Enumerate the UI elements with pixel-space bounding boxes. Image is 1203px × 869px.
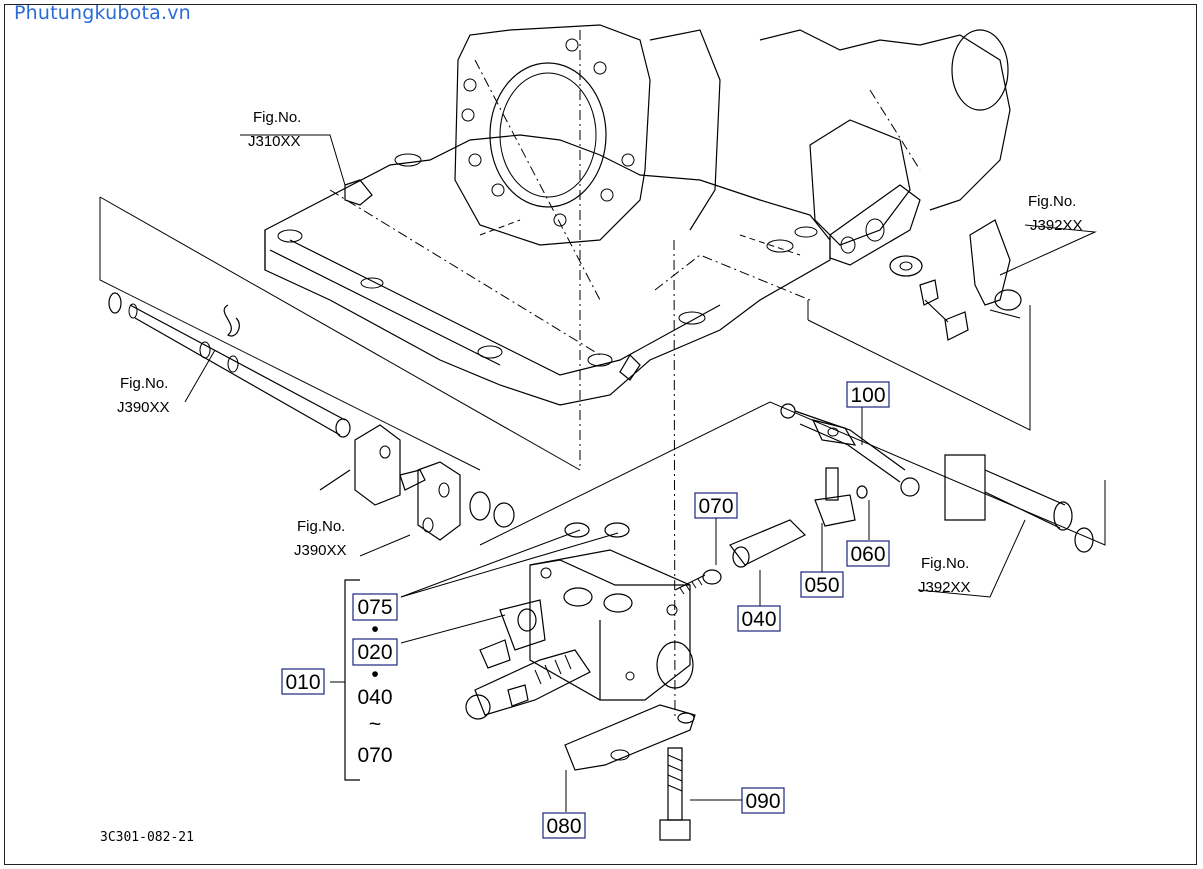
svg-text:050: 050 [804,574,839,597]
svg-text:100: 100 [850,384,885,407]
svg-text:Fig.No.: Fig.No. [921,555,969,572]
small-parts [564,239,868,721]
svg-text:010: 010 [285,671,320,694]
assembly-bracket [344,579,360,781]
part-label-060: 060 [846,540,890,567]
part-label-090: 090 [741,787,785,814]
transmission-housing [264,24,1011,470]
right-linkage [807,219,1031,431]
part-label-040: 040 [737,605,781,632]
svg-text:J310XX: J310XX [248,133,301,150]
bracket-item-040: 040 [357,686,392,709]
bracket-separator: • [371,618,378,641]
svg-text:040: 040 [741,608,776,631]
svg-text:075: 075 [357,596,392,619]
watermark: Phutungkubota.vn [14,2,191,24]
lift-arm-shaft [479,401,1106,553]
linkage-rod [780,403,920,497]
leader-lines [184,134,1097,812]
part-label-080: 080 [542,812,586,839]
bracket-separator: • [371,663,378,686]
bracket-separator: ~ [369,713,381,736]
bracket-item-075: 075 [352,593,398,621]
svg-text:J392XX: J392XX [918,579,971,596]
svg-text:J390XX: J390XX [294,542,347,559]
drawing-frame [4,4,1197,865]
control-valve-body [465,549,694,720]
fig-ref-j392-bottom: Fig.No. J392XX [918,555,971,596]
svg-text:J392XX: J392XX [1030,217,1083,234]
bracket-item-070: 070 [357,744,392,767]
plate-and-bolt [564,704,696,841]
fig-references: Fig.No. J310XX Fig.No. J392XX Fig.No. J3… [117,109,1083,596]
svg-text:Fig.No.: Fig.No. [253,109,301,126]
part-labels: 100 070 040 050 060 080 090 010 [281,381,890,839]
svg-text:Fig.No.: Fig.No. [120,375,168,392]
part-label-100: 100 [846,381,890,408]
svg-text:080: 080 [546,815,581,838]
svg-text:060: 060 [850,543,885,566]
fig-ref-j392-top: Fig.No. J392XX [1028,193,1083,234]
svg-text:Fig.No.: Fig.No. [1028,193,1076,210]
svg-text:J390XX: J390XX [117,399,170,416]
bracket-item-020: 020 [352,638,398,666]
svg-text:020: 020 [357,641,392,664]
fig-ref-j310: Fig.No. J310XX [248,109,301,150]
left-shaft-assembly [99,196,581,541]
drawing-code: 3C301-082-21 [100,830,194,845]
part-label-010: 010 [281,668,325,695]
svg-text:Fig.No.: Fig.No. [297,518,345,535]
fig-ref-j390-bottom: Fig.No. J390XX [294,518,347,559]
fig-ref-j390-left: Fig.No. J390XX [117,375,170,416]
part-label-050: 050 [800,571,844,598]
svg-text:090: 090 [745,790,780,813]
svg-text:070: 070 [698,495,733,518]
part-label-070: 070 [694,492,738,519]
